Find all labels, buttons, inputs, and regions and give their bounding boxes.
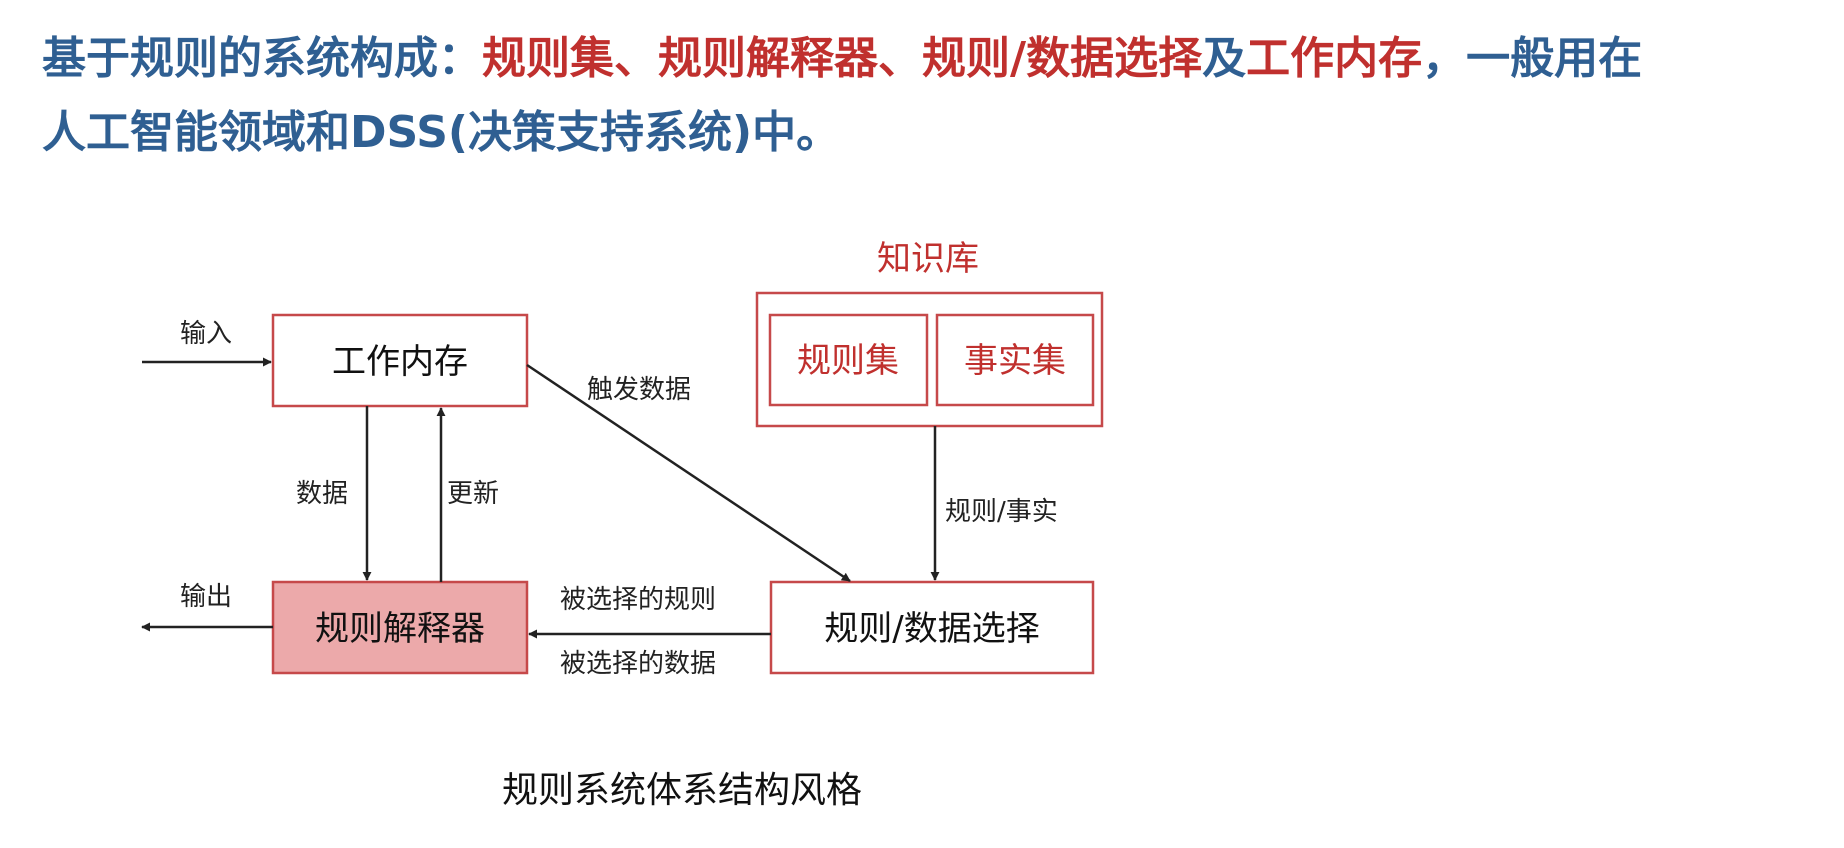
rule-interpreter-box [271,580,529,675]
heading-part-6: 人工智能领域和DSS(决策支持系统)中。 [42,107,841,158]
fact-set-label: 事实集 [964,341,1066,381]
rule-fact-label: 规则/事实 [945,497,1058,527]
heading-part-5: ，一般用在 [1422,33,1643,84]
input-label: 输入 [180,319,232,349]
rule-data-selection-box [769,580,1095,675]
heading-part-1: 基于规则的系统构成： [42,33,482,84]
rule-set-label: 规则集 [797,341,899,381]
trigger-data-label: 触发数据 [587,375,691,405]
rule-set-box [768,313,929,407]
working-memory-box [271,313,529,408]
output-label: 输出 [180,582,232,612]
selected-rules-label: 被选择的规则 [560,585,716,615]
diagram-caption: 规则系统体系结构风格 [502,770,862,811]
heading-part-2: 规则集、规则解释器、规则/数据选择 [482,33,1203,84]
trigger-data-arrow [526,363,851,583]
working-memory-label: 工作内存 [332,342,468,382]
data-label: 数据 [296,479,348,509]
selected-data-label: 被选择的数据 [560,649,716,679]
fact-set-box [935,313,1095,407]
slide-heading: 基于规则的系统构成：规则集、规则解释器、规则/数据选择及工作内存，一般用在人工智… [42,22,1822,170]
update-label: 更新 [447,479,499,509]
rule-interpreter-label: 规则解释器 [315,609,485,649]
knowledge-base-title: 知识库 [877,239,979,279]
heading-part-3: 及 [1202,33,1247,84]
heading-part-4: 工作内存 [1246,33,1423,84]
rule-data-selection-label: 规则/数据选择 [824,609,1039,649]
